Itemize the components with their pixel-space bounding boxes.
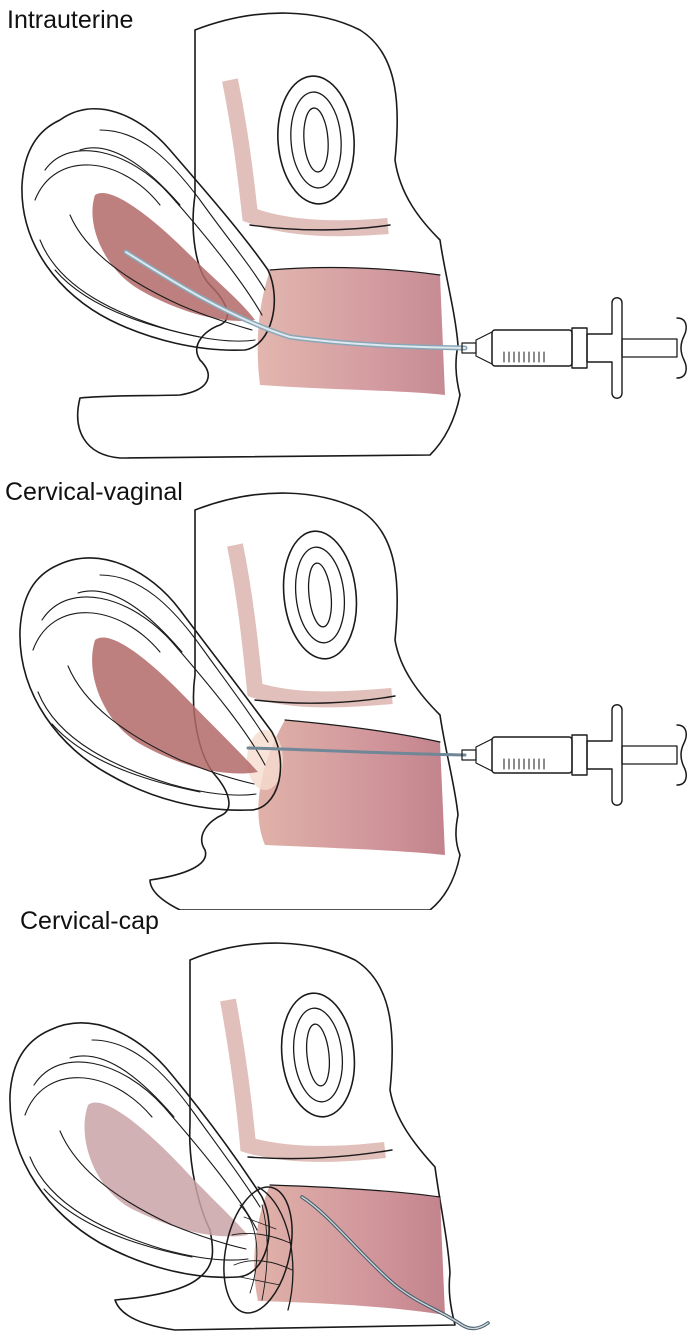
pelvic-tissue xyxy=(150,493,460,910)
rectum xyxy=(276,990,361,1121)
rectum xyxy=(278,528,363,663)
cervical-vaginal-illustration xyxy=(0,470,693,910)
panel-label-intrauterine: Intrauterine xyxy=(7,6,133,35)
syringe-icon xyxy=(462,298,686,399)
panel-label-cervical-vaginal: Cervical-vaginal xyxy=(5,478,183,507)
intrauterine-illustration xyxy=(0,0,693,470)
panel-cervical-cap: Cervical-cap xyxy=(0,905,693,1336)
syringe-icon xyxy=(462,705,686,806)
panel-cervical-vaginal: Cervical-vaginal xyxy=(0,470,693,910)
cervical-cap-illustration xyxy=(0,905,693,1336)
rectum xyxy=(274,74,359,207)
panel-label-cervical-cap: Cervical-cap xyxy=(20,907,159,936)
panel-intrauterine: Intrauterine xyxy=(0,0,693,470)
